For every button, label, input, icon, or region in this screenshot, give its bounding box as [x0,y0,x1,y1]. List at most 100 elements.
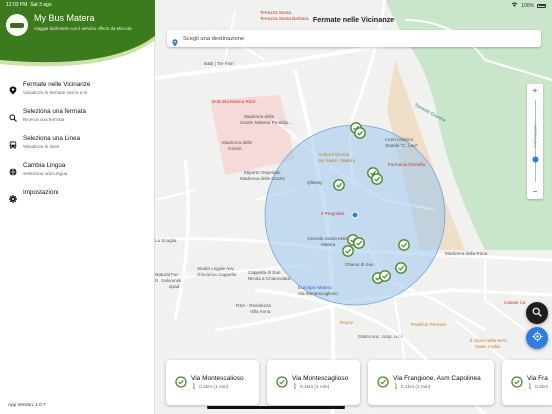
gear-icon [9,190,17,203]
stop-card[interactable]: Via Fra 🚶 0.2km [502,360,552,405]
battery-icon [537,3,546,8]
map-label: Cappella di San [248,270,281,275]
app-logo [6,14,28,36]
nav-desc: Ricerca una fermata [23,116,65,122]
nav-label: Seleziona una Linea [23,135,81,142]
nav-desc: Visualizza le fermate vicino a te [23,89,88,95]
nav-desc: Seleziona una Lingua [23,170,68,176]
nav-label: Impostazioni [23,189,59,196]
zoom-in-button[interactable]: + [532,86,538,95]
map-label: Grazie [228,146,242,151]
map-label: Il Pergolato [321,211,345,216]
bus-stop-icon [276,375,288,393]
map-label: Studio Legale Avv. [197,266,235,271]
map-label: Casale Ca [504,300,526,305]
location-pin-icon [172,34,178,52]
app-version: App Version: 1.0.7 [8,402,46,407]
my-location-button[interactable] [526,327,548,349]
nav-label: Cambia Lingua [23,162,66,169]
map-label: Eliporto Ospedale [244,170,281,175]
map-label: Chiesa di San [345,262,374,267]
nav-item-nearby-stops[interactable]: Fermate nelle Vicinanze Visualizza le fe… [0,79,155,106]
globe-icon [9,163,17,176]
nav-label: Fermate nelle Vicinanze [23,81,91,88]
search-icon [9,109,17,122]
walking-icon: 🚶 [191,384,198,390]
status-time: 12:03 PM Sat 3 ago [6,2,52,8]
location-pin-icon [9,82,17,95]
sidebar: My Bus Matera Viaggia facilmente con il … [0,0,155,414]
app-subtitle: Viaggia facilmente con il servizio offer… [34,26,132,31]
map-label: Giovanna Cappella [197,272,237,277]
nav-menu: Fermate nelle Vicinanze Visualizza le fe… [0,79,155,214]
walking-icon: 🚶 [292,384,299,390]
wifi-icon [511,2,518,9]
map-label: Terrazza Santa Barbara [260,16,309,21]
map-label: Eurospin Matera [298,285,332,290]
bus-stop-icon [511,375,523,393]
map-label: Madonna delle [244,114,275,119]
radius-slider[interactable]: + RAGGIO (km) − [527,84,543,199]
status-right: 100% [511,2,546,9]
bus-icon [9,136,17,149]
home-indicator[interactable] [207,406,345,409]
map-label: Il cuore nella terra [470,338,507,343]
map-label: Madonna delle [222,140,253,145]
map-title: Fermate nelle Vicinanze [312,15,395,24]
walking-icon: 🚶 [527,384,534,390]
status-bar: 12:03 PM Sat 3 ago 100% [0,0,552,9]
map-label: Statale "C. Levi" [385,143,419,148]
map-label: Sassi e Ulivi [475,344,501,349]
bus-stop-icon [175,375,187,393]
map-label: Madonna della Rona [445,251,488,256]
map-label: quad [169,284,180,289]
battery-percent: 100% [521,2,534,9]
stop-card[interactable]: Via Montescalioso 🚶 0.1km (1 min) [166,360,259,405]
map-label: B&B | Tre Fiori [204,61,234,66]
map-label: Antica Forneria [318,152,350,157]
slider-track [534,100,536,182]
map-label: Dott.ssa Marina Rizzi [212,99,256,104]
stop-distance: 0.1km (1 min) [300,385,330,390]
search-fab-button[interactable] [526,302,548,324]
destination-search[interactable] [167,30,541,47]
map-label: Liceo Artistico [385,137,414,142]
stop-distance: 0.1km (1 min) [199,385,229,390]
radius-label: RAGGIO (km) [533,124,537,148]
map-label: Via Montescaglioso [298,291,338,296]
map-label: Grazie Matera/ Presidio... [240,120,293,125]
destination-input[interactable] [183,33,533,44]
map-label: La Scaglia [155,238,177,243]
map-label: Natural Fur [155,272,178,277]
nav-desc: Visualizza le linee [23,143,60,149]
nav-item-select-line[interactable]: Seleziona una Linea Visualizza le linee [0,133,155,160]
map-label: Matera [321,242,336,247]
nav-item-select-stop[interactable]: Seleziona una fermata Ricerca una fermat… [0,106,155,133]
map-label: Villa Anna [250,309,271,314]
zoom-out-button[interactable]: − [532,187,538,196]
map-label: Madonna delle Grazie [240,176,285,181]
nav-item-settings[interactable]: Impostazioni [0,187,155,214]
stop-name: Via Montescalioso [191,375,244,382]
map-label: Nicola a Chiancalata [248,276,291,281]
stop-distance: 0.2km [535,385,549,390]
map-view[interactable]: B&B | Tre Fiori Dott.ssa Marina Rizzi Ma… [155,0,552,414]
nav-item-change-language[interactable]: Cambia Lingua Seleziona una Lingua [0,160,155,187]
app-title: My Bus Matera [34,13,95,23]
map-label: R. Gelsomini [155,278,182,283]
slider-knob[interactable] [532,150,539,168]
map-label: Panificio Perrone [411,322,446,327]
map-label: Qlleasy [307,180,323,185]
crosshair-icon [532,329,543,347]
stop-card[interactable]: Via Montescaglioso 🚶 0.1km (1 min) [267,360,360,405]
app-header: My Bus Matera Viaggia facilmente con il … [0,0,155,74]
stop-name: Via Frangione, Asm Capolinea [393,375,481,382]
stop-card[interactable]: Via Frangione, Asm Capolinea 🚶 0.1km (1 … [368,360,494,405]
nav-label: Seleziona una fermata [23,108,87,115]
map-canvas [155,0,552,414]
search-icon [532,304,542,322]
map-label: Royce [340,320,354,325]
stop-distance: 0.1km (1 min) [401,385,431,390]
map-label: Terrazza Santa [260,10,291,15]
nearby-stop-cards: Via Montescalioso 🚶 0.1km (1 min) Via Mo… [166,360,552,405]
